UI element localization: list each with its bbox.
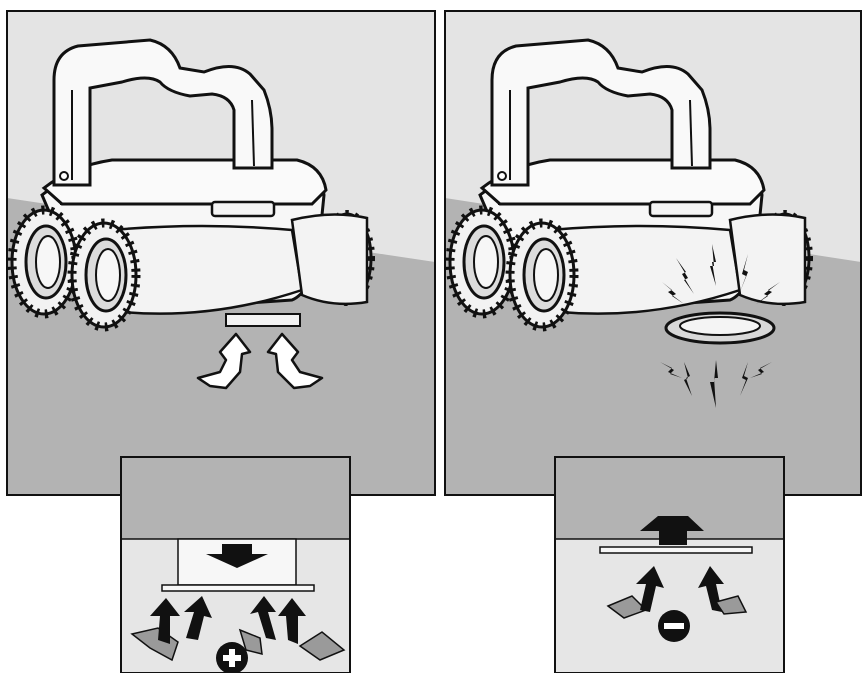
minus-icon xyxy=(658,610,690,642)
flap-ring-right xyxy=(664,311,776,345)
left-panel xyxy=(6,10,436,496)
intake-flap-left xyxy=(225,313,301,327)
inset-right xyxy=(554,456,785,673)
flap-closed-right xyxy=(599,546,753,554)
water-flow-arrows-right xyxy=(606,566,748,619)
suction-arrows-left xyxy=(196,332,324,390)
plus-icon xyxy=(216,642,248,673)
down-arrow-icon xyxy=(206,544,268,568)
inset-left xyxy=(120,456,351,673)
up-arrow-icon xyxy=(640,516,704,545)
right-panel xyxy=(444,10,862,496)
vibration-bolts-right xyxy=(660,244,780,408)
water-flow-arrows-left xyxy=(130,596,346,662)
